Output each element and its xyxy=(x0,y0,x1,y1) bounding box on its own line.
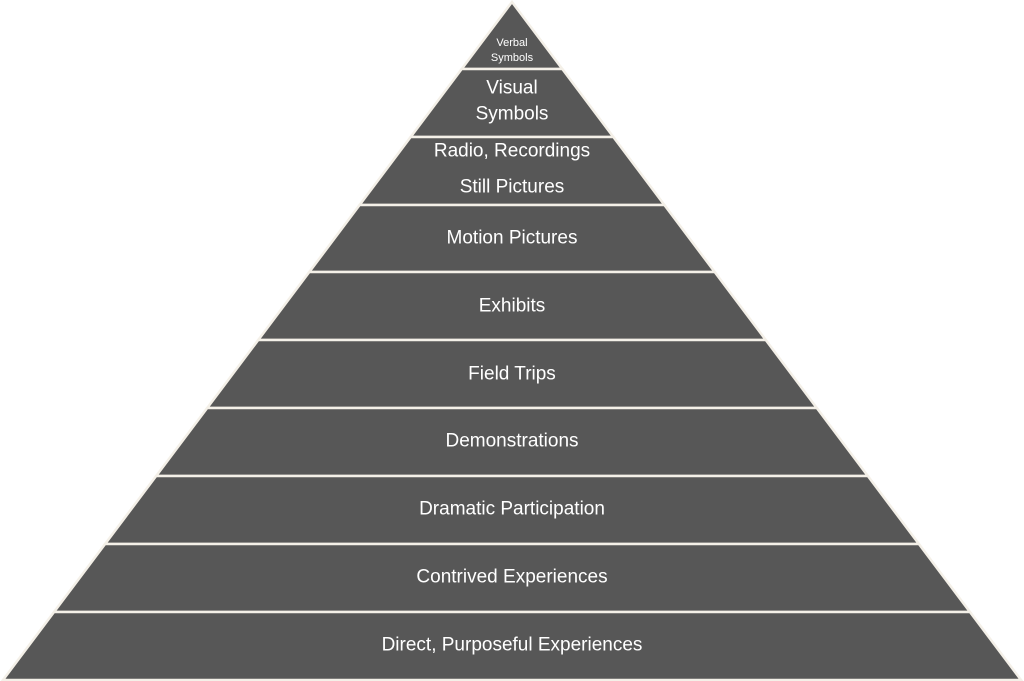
tier-label: Visual xyxy=(486,78,537,99)
pyramid-tier: Contrived Experiences xyxy=(51,542,973,614)
tier-label: Symbols xyxy=(491,52,534,64)
tier-label: Radio, Recordings xyxy=(434,141,590,162)
tier-label: Exhibits xyxy=(479,296,546,317)
pyramid-tier: Field Trips xyxy=(204,338,820,410)
tier-label: Symbols xyxy=(476,104,549,125)
pyramid-tier: Dramatic Participation xyxy=(102,474,922,546)
pyramid-tier: Demonstrations xyxy=(153,406,871,478)
tier-label: Dramatic Participation xyxy=(419,499,605,520)
tier-label: Direct, Purposeful Experiences xyxy=(382,635,643,656)
tier-label: Still Pictures xyxy=(460,177,565,198)
tier-shape xyxy=(0,610,1024,681)
tier-label: Demonstrations xyxy=(445,431,578,452)
pyramid-tier: Direct, Purposeful Experiences xyxy=(0,610,1024,681)
tier-label: Motion Pictures xyxy=(447,228,578,249)
tier-label: Field Trips xyxy=(468,364,556,385)
pyramid-tier: Motion Pictures xyxy=(306,203,718,274)
tier-label: Verbal xyxy=(496,37,527,49)
pyramid-tier: Exhibits xyxy=(255,270,769,342)
tier-label: Contrived Experiences xyxy=(416,567,607,588)
